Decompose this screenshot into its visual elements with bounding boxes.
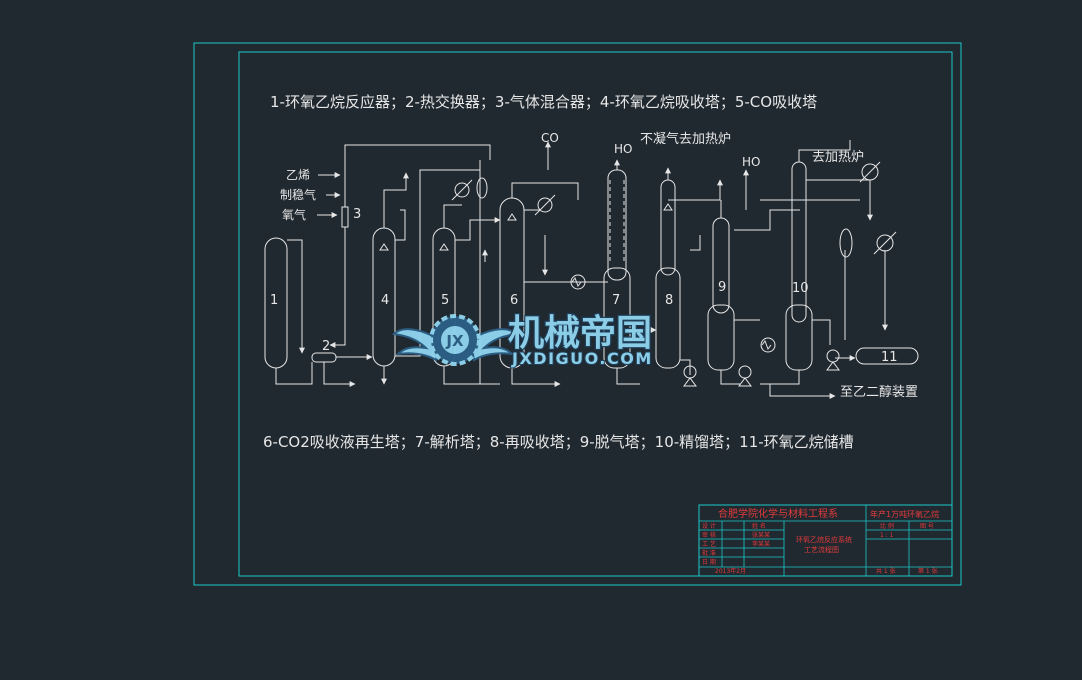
watermark-url: JXDIGUO.COM (511, 349, 653, 368)
title-block-row-5: 日 期 (702, 558, 716, 566)
vessel-10-distillation-base (785, 304, 813, 371)
equipment-number-3: 3 (353, 207, 361, 222)
vessel-3-gas-mixer (341, 206, 349, 228)
process-piping (275, 140, 888, 399)
equipment-number-7: 7 (612, 293, 620, 308)
equipment-number-6: 6 (510, 293, 518, 308)
vessel-7-stripper (607, 169, 627, 281)
watermark-right-wing (468, 328, 519, 362)
title-block-drawing-name-2: 工艺流程图 (804, 545, 839, 554)
label-to-furnace: 去加热炉 (812, 150, 864, 165)
equipment-number-8: 8 (665, 293, 673, 308)
vessel-11-storage-tank (855, 347, 919, 365)
title-block-row-3: 工 艺 (702, 540, 716, 548)
outer-frame (193, 42, 962, 586)
equipment-number-2: 2 (322, 339, 330, 354)
feed-ethylene: 乙烯 (286, 168, 310, 182)
title-block-scale-header: 比 例 (880, 522, 894, 530)
title-block-sheet-number: 第 1 张 (918, 567, 938, 575)
watermark-emblem: JX (445, 332, 464, 350)
equipment-number-9: 9 (718, 280, 726, 295)
title-block-drawing-name-1: 环氧乙烷反应系统 (796, 535, 852, 544)
legend-bottom: 6-CO2吸收液再生塔；7-解析塔；8-再吸收塔；9-脱气塔；10-精馏塔；11… (263, 433, 854, 451)
fittings (379, 161, 897, 387)
feed-lines (317, 172, 341, 218)
label-non-condensable: 不凝气去加热炉 (640, 131, 731, 147)
title-block-name-1: 张某某 (752, 531, 770, 539)
title-block-row-2: 审 核 (702, 531, 716, 539)
title-block-name-2: 李某某 (752, 540, 770, 548)
title-block-date: 2013年2月 (715, 567, 746, 575)
equipment-number-1: 1 (270, 293, 278, 308)
title-block-project: 年产1万吨环氧乙烷 (870, 509, 939, 519)
title-block-row-1: 设 计 (702, 522, 716, 530)
vessel-9-degasser-base (707, 304, 735, 371)
equipment-number-5: 5 (441, 293, 449, 308)
equipment-number-11: 11 (881, 350, 898, 365)
label-to-glycol: 至乙二醇装置 (840, 384, 918, 400)
title-block-name-header: 姓 名 (752, 522, 766, 530)
vessel-2-heat-exchanger (311, 352, 337, 363)
watermark: JX 机械帝国 JXDIGUO.COM (391, 312, 653, 369)
vessel-9-degasser (712, 217, 730, 314)
vessel-10-distillation (791, 161, 807, 323)
title-block-drawing-no-header: 图 号 (920, 523, 934, 530)
title-block-row-4: 批 准 (702, 549, 716, 557)
label-ho-right: HO (742, 155, 760, 169)
equipment-number-4: 4 (381, 293, 389, 308)
title-block: 合肥学院化学与材料工程系 年产1万吨环氧乙烷 环氧乙烷反应系统 工艺流程图 设 … (698, 504, 953, 577)
label-co: CO (541, 131, 559, 145)
vessel-8-reabsorber-base (655, 267, 681, 369)
title-block-school: 合肥学院化学与材料工程系 (718, 507, 838, 520)
feed-oxygen: 氧气 (282, 207, 306, 222)
title-block-sheets-total: 共 1 张 (876, 567, 896, 575)
watermark-title: 机械帝国 (508, 313, 652, 354)
legend-top: 1-环氧乙烷反应器；2-热交换器；3-气体混合器；4-环氧乙烷吸收塔；5-CO吸… (270, 93, 817, 111)
title-block-scale: 1 : 1 (880, 532, 894, 539)
inner-frame (238, 51, 953, 577)
watermark-left-wing (391, 328, 442, 362)
equipment-number-10: 10 (792, 281, 809, 296)
label-ho-left: HO (614, 142, 632, 156)
vessel-8-reabsorber (660, 179, 676, 276)
feed-stabilizing-gas: 制稳气 (280, 187, 316, 202)
